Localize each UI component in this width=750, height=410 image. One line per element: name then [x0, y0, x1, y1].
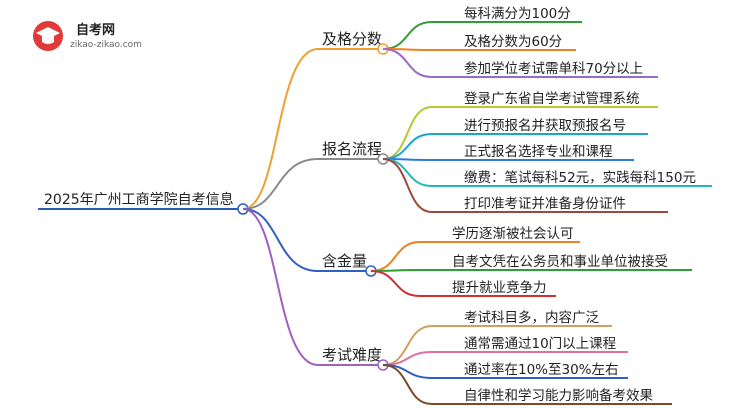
branch-connector	[242, 48, 319, 210]
leaf-label: 通过率在10%至30%左右	[464, 361, 619, 378]
leaf-label: 考试科目多，内容广泛	[464, 309, 599, 326]
branch-connector	[242, 208, 319, 366]
logo-name: 自考网	[76, 22, 115, 38]
leaf-label: 及格分数为60分	[464, 34, 562, 50]
branch-label-registration: 报名流程	[322, 140, 382, 158]
leaf-label: 每科满分为100分	[464, 6, 571, 22]
leaf-label: 参加学位考试需单科70分以上	[464, 60, 643, 77]
branch-label-difficulty: 考试难度	[322, 346, 382, 364]
leaf-label: 自考文凭在公务员和事业单位被接受	[452, 253, 668, 270]
leaf-connector	[382, 106, 433, 160]
logo: 自考网 zikao-zikao.com	[33, 21, 142, 51]
leaf-label: 提升就业竞争力	[452, 279, 547, 296]
leaf-label: 自律性和学习能力影响备考效果	[464, 387, 653, 404]
leaf-connector	[382, 364, 433, 405]
leaf-label: 打印准考证并准备身份证件	[464, 195, 626, 212]
root-label: 2025年广州工商学院自考信息	[44, 191, 234, 208]
leaf-connector	[382, 133, 433, 160]
leaf-connector	[370, 270, 421, 297]
leaf-label: 通常需通过10门以上课程	[464, 336, 616, 352]
leaf-connector	[382, 158, 433, 187]
branch-connector	[242, 158, 319, 210]
leaf-label: 缴费：笔试每科52元，实践每科150元	[464, 170, 696, 186]
leaf-label: 学历逐渐被社会认可	[452, 226, 574, 242]
leaf-connector	[382, 158, 433, 213]
leaf-label: 登录广东省自学考试管理系统	[464, 91, 640, 107]
logo-url: zikao-zikao.com	[70, 40, 142, 50]
branch-label-value: 含金量	[322, 252, 367, 270]
branch-connector	[242, 208, 319, 272]
leaf-label: 正式报名选择专业和课程	[464, 144, 613, 160]
graduation-cap-icon	[36, 27, 60, 44]
leaf-label: 进行预报名并获取预报名号	[464, 118, 626, 134]
branch-label-pass-score: 及格分数	[322, 30, 382, 48]
leaf-connector	[382, 21, 433, 50]
leaf-connector	[382, 48, 433, 78]
leaf-connector	[370, 241, 421, 272]
